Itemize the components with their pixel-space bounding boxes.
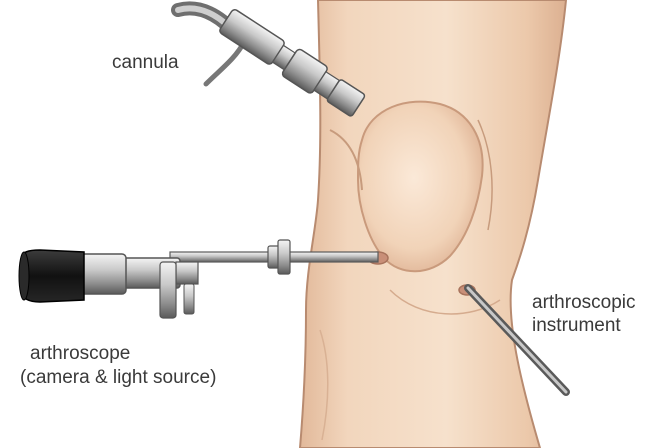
label-instrument: instrument (532, 315, 621, 337)
knee-leg (300, 0, 566, 448)
label-arthroscope: arthroscope (30, 343, 130, 365)
label-arthroscopic: arthroscopic (532, 292, 636, 314)
label-arthroscope-subtitle: (camera & light source) (20, 367, 216, 389)
label-cannula: cannula (112, 52, 179, 74)
